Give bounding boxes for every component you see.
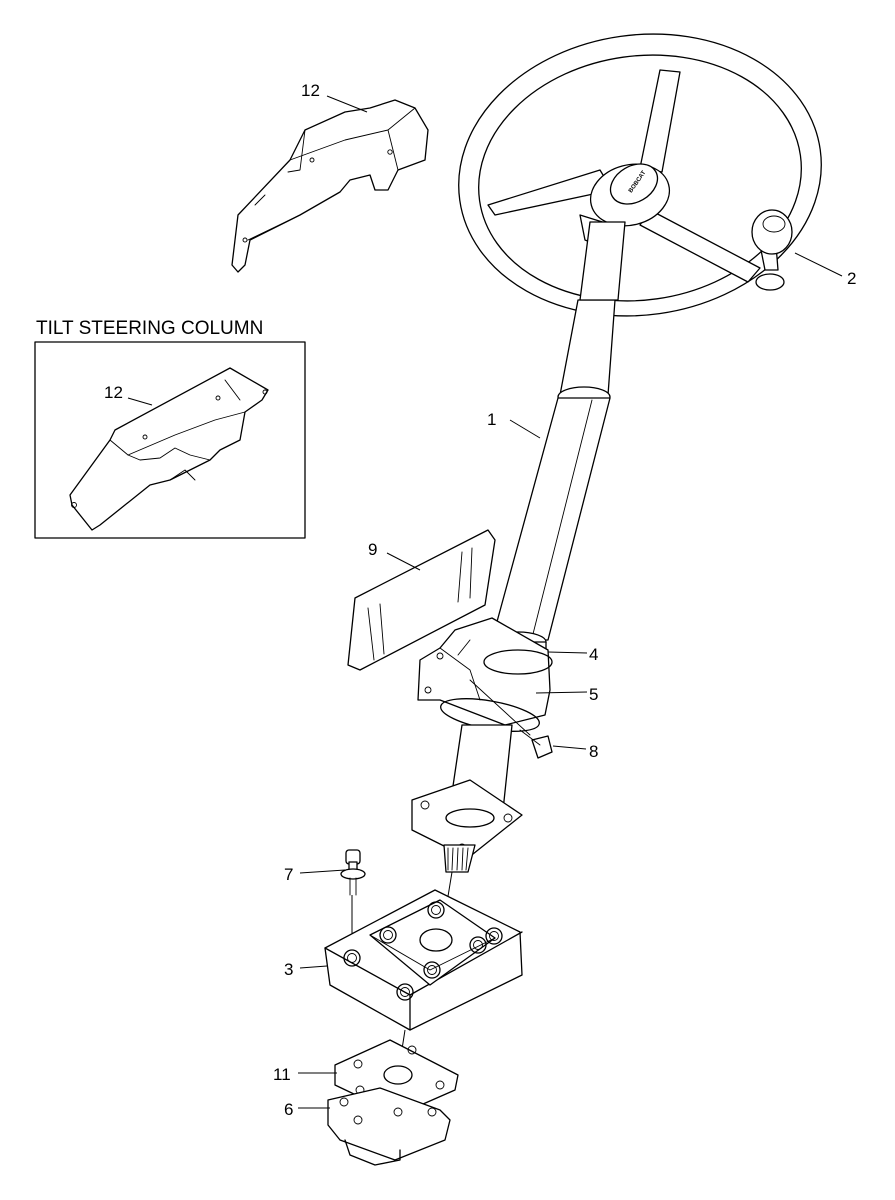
part-6-base-block — [327, 1087, 451, 1166]
tilt-steering-column-inset: TILT STEERING COLUMN — [34, 318, 306, 539]
callout-1: 1 — [487, 410, 496, 429]
part-7-bolt — [340, 849, 366, 955]
part-12-tilt-cover — [69, 367, 269, 531]
callout-9: 9 — [368, 540, 377, 559]
callout-3: 3 — [284, 960, 293, 979]
part-12-column-cover — [231, 99, 429, 273]
callout-7: 7 — [284, 865, 293, 884]
callout-12-top: 12 — [301, 81, 320, 100]
callout-labels: 12 2 1 12 9 4 5 8 7 3 11 6 — [104, 81, 856, 1119]
callout-5: 5 — [589, 685, 598, 704]
part-3-base-mount — [324, 889, 523, 1076]
callout-12-inset: 12 — [104, 383, 123, 402]
callout-4: 4 — [589, 645, 598, 664]
lower-shaft — [411, 724, 523, 946]
part-1-steering-column — [489, 221, 626, 673]
part-9-mounting-plate — [347, 529, 496, 671]
part-8-bolt — [469, 679, 553, 759]
callout-6: 6 — [284, 1100, 293, 1119]
inset-title: TILT STEERING COLUMN — [36, 318, 263, 339]
part-2-steering-wheel: BOBCAT — [458, 33, 822, 317]
leader-lines — [127, 95, 843, 1109]
callout-2: 2 — [847, 269, 856, 288]
callout-8: 8 — [589, 742, 598, 761]
callout-11: 11 — [273, 1065, 291, 1084]
